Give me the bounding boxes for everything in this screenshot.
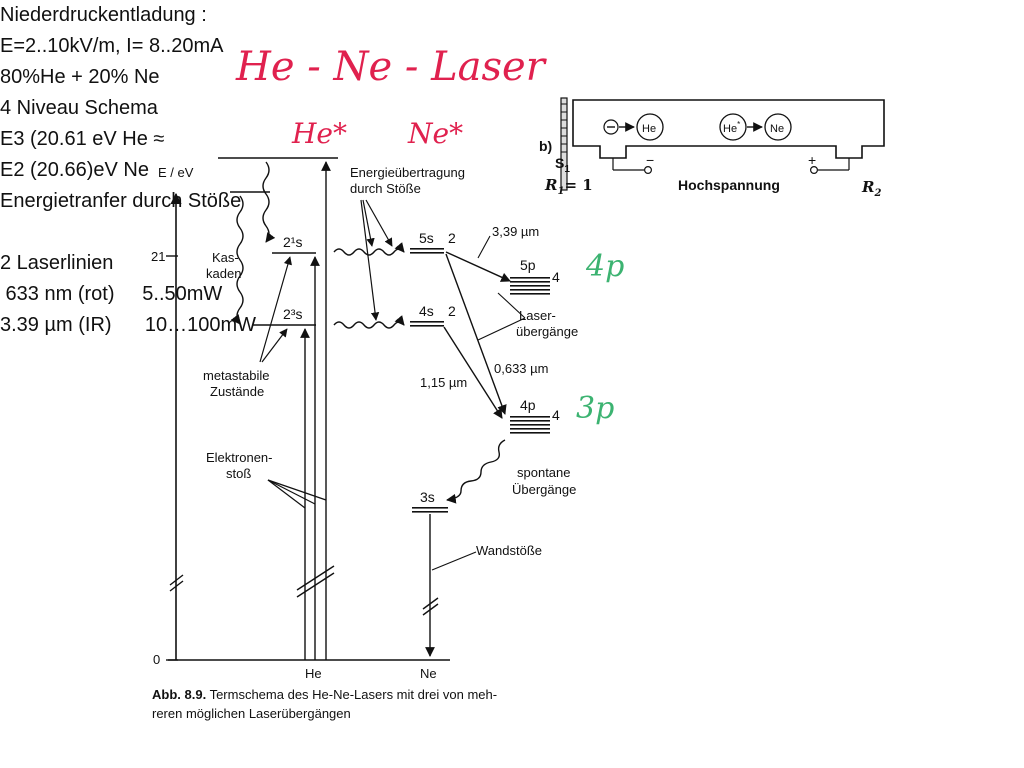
laser-notes: 80%He + 20% Ne 4 Niveau Schema E3 (20.61… [0, 62, 1024, 341]
heading: He - Ne - Laser [235, 44, 548, 90]
ne-5s: 5s [419, 230, 434, 246]
tube-label-r1: R1= 1 [544, 176, 593, 197]
tube-label-s1: S1 [555, 155, 570, 175]
ne-5p-g: 4 [552, 269, 560, 285]
kaskaden-label-2: kaden [206, 266, 241, 281]
laser-transitions [443, 235, 526, 419]
ne-5p: 5p [520, 257, 536, 273]
elektronen-label-1: Elektronen- [206, 450, 272, 465]
tube-label-b: b) [539, 138, 552, 154]
note-line: 4 Niveau Schema [0, 97, 158, 119]
ne-star-label: Ne* [407, 117, 463, 150]
tick-21: 21 [151, 249, 165, 264]
wall-collision-arrow [422, 514, 477, 657]
note-line: E2 (20.66)eV Ne [0, 159, 149, 181]
spontaneous-wave [446, 439, 506, 504]
discharge-tube [560, 97, 885, 191]
laser-label-2: übergänge [516, 324, 578, 339]
note-line: Energietranfer durch Stöße [0, 190, 242, 212]
electron-impact-arrows [267, 161, 335, 660]
discharge-line-2: E=2..10kV/m, I= 8..20mA [0, 35, 224, 57]
bottom-ne-label: Ne [420, 666, 437, 681]
bottom-he-label: He [305, 666, 322, 681]
hand-3p: 3p [576, 391, 614, 426]
tube-label-r2: R2 [861, 178, 881, 199]
tube-ne: Ne [770, 123, 784, 135]
cascade-arrow-2 [230, 195, 244, 325]
tube-he: He [642, 123, 656, 135]
line-0633: 0,633 µm [494, 361, 548, 376]
energy-axis-label: E / eV [158, 165, 194, 180]
transfer-label-1: Energieübertragung [350, 165, 465, 180]
caption-line-2: reren möglichen Laserübergängen [152, 706, 351, 721]
tube-he-star: He* [723, 120, 740, 135]
discharge-conditions: Niederdruckentladung : E=2..10kV/m, I= 8… [0, 0, 1024, 62]
line-115: 1,15 µm [420, 375, 467, 390]
tick-0: 0 [153, 652, 160, 667]
laser-label-1: Laser- [519, 308, 556, 323]
he-2-3s: 2³s [283, 306, 302, 322]
ne-5s-g: 2 [448, 230, 456, 246]
transfer-wave-5s [333, 242, 405, 256]
discharge-line-1: Niederdruckentladung : [0, 4, 207, 26]
transfer-label-2: durch Stöße [350, 181, 421, 196]
wandstoesse-label: Wandstöße [476, 543, 542, 558]
note-line: 80%He + 20% Ne [0, 66, 160, 88]
transfer-wave-4s [333, 315, 405, 329]
spontane-label-2: Übergänge [512, 482, 576, 497]
ne-4p-g: 4 [552, 407, 560, 423]
ne-4s: 4s [419, 303, 434, 319]
tube-hochspannung: Hochspannung [678, 177, 780, 193]
energy-axis [166, 192, 184, 661]
ne-4s-g: 2 [448, 303, 456, 319]
spontane-label-1: spontane [517, 465, 571, 480]
tube-minus: − [646, 152, 654, 168]
metastabile-label-1: metastabile [203, 368, 269, 383]
line-339: 3,39 µm [492, 224, 539, 239]
tube-plus: + [808, 152, 816, 168]
ne-4p: 4p [520, 397, 536, 413]
ne-levels [410, 248, 550, 513]
he-star-label: He* [291, 117, 347, 150]
note-line: 2 Laserlinien [0, 252, 114, 274]
note-line: 3.39 µm (IR) 10…100mW [0, 314, 257, 336]
caption-line-1: Abb. 8.9. Termschema des He-Ne-Lasers mi… [152, 687, 497, 702]
note-line: 633 nm (rot) 5..50mW [0, 283, 223, 305]
he-levels [218, 157, 338, 326]
metastabile-label-2: Zustände [210, 384, 264, 399]
cascade-arrow-1 [262, 161, 276, 243]
note-line: E3 (20.61 eV He ≈ [0, 128, 165, 150]
elektronen-label-2: stoß [226, 466, 251, 481]
hand-4p: 4p [585, 249, 624, 284]
kaskaden-label-1: Kas- [212, 250, 239, 265]
ne-3s: 3s [420, 489, 435, 505]
he-2-1s: 2¹s [283, 234, 302, 250]
